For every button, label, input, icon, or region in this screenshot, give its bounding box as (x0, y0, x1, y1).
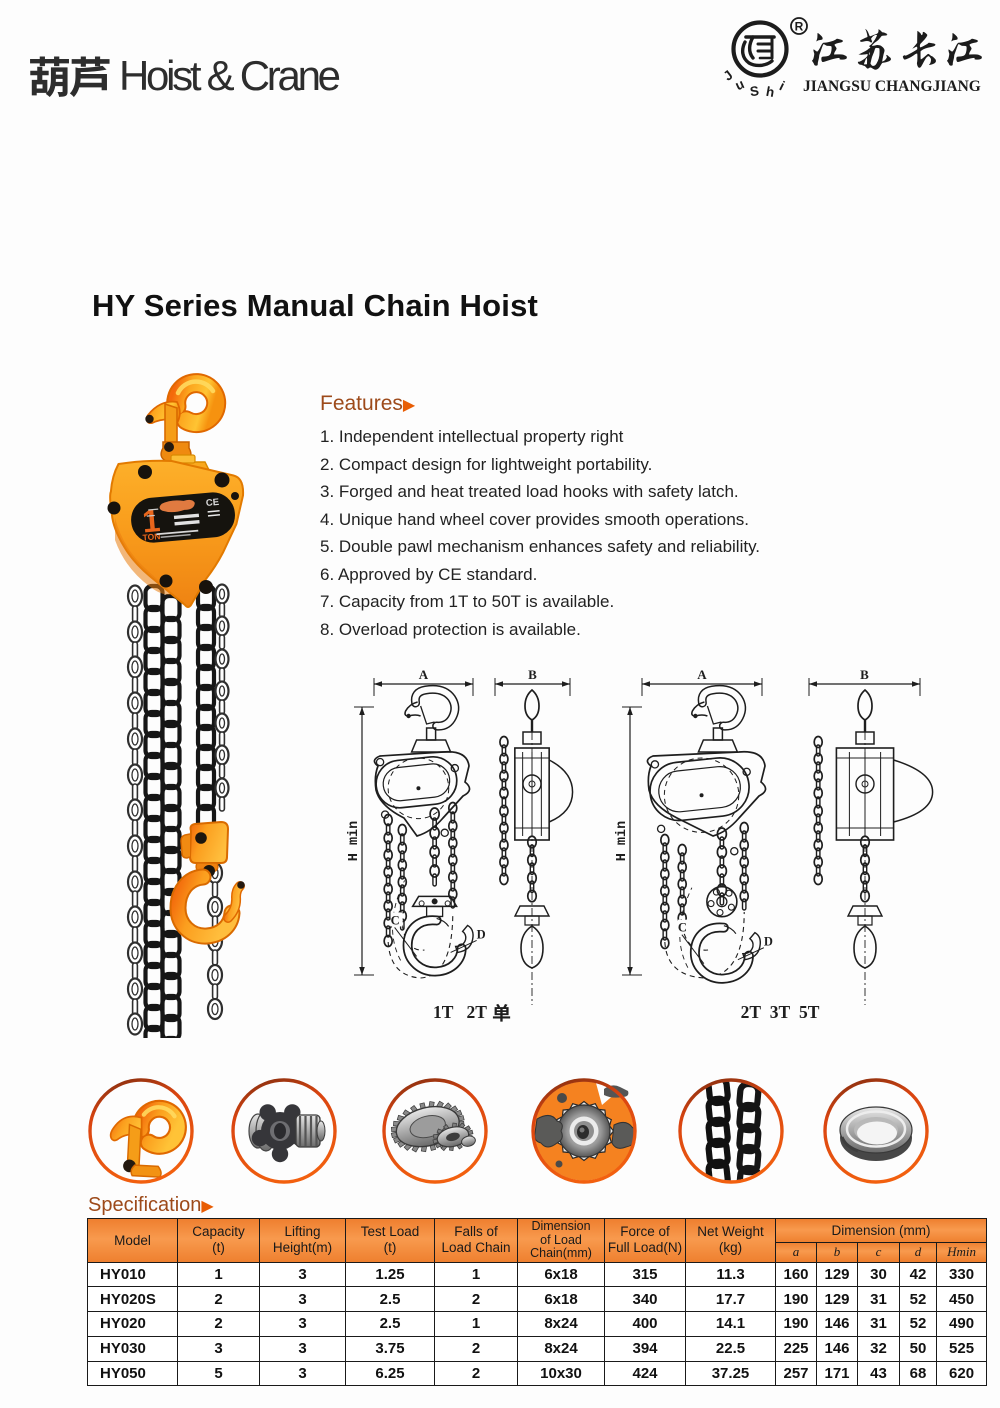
svg-text:B: B (528, 667, 537, 682)
svg-text:2T 3T 5T: 2T 3T 5T (741, 1002, 820, 1022)
svg-text:D: D (764, 935, 773, 949)
svg-text:B: B (860, 667, 869, 682)
svg-text:D: D (477, 927, 486, 941)
svg-text:R: R (795, 20, 804, 34)
svg-text:1: 1 (141, 502, 162, 539)
svg-text:C: C (391, 913, 400, 927)
svg-text:A: A (697, 667, 707, 682)
svg-text:A: A (419, 667, 429, 682)
svg-text:1T 2T: 1T 2T (433, 1002, 487, 1022)
svg-text:H min: H min (347, 821, 362, 862)
svg-text:i: i (777, 78, 787, 93)
svg-text:H min: H min (615, 821, 630, 862)
svg-text:h: h (765, 84, 776, 100)
svg-text:u: u (733, 76, 747, 93)
svg-text:S: S (749, 83, 760, 99)
svg-text:TON: TON (142, 531, 161, 543)
svg-text:C: C (678, 921, 687, 935)
svg-text:CE: CE (205, 497, 219, 509)
svg-text:Hoist & Crane: Hoist & Crane (119, 52, 341, 99)
